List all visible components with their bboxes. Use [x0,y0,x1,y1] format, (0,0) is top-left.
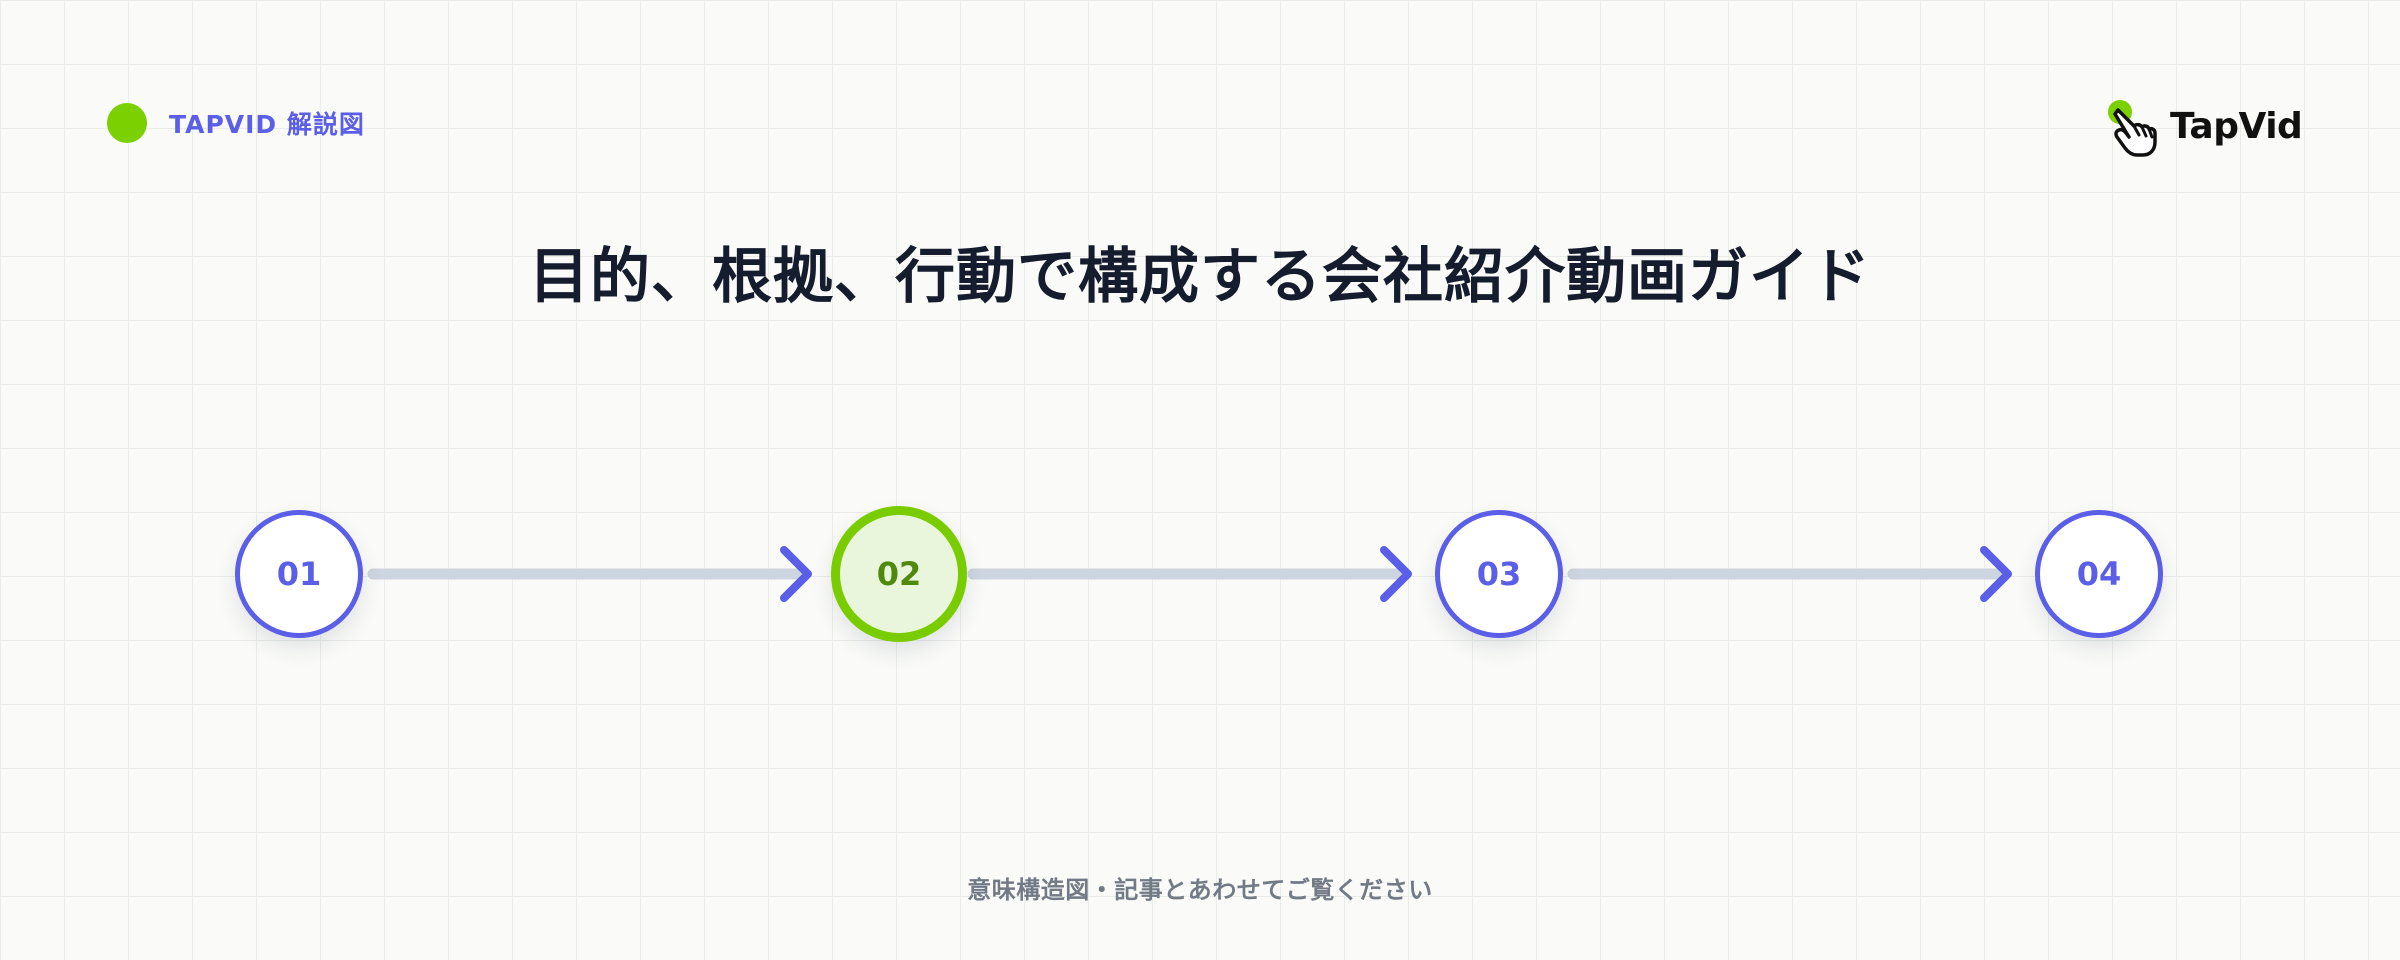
footer-note: 意味構造図・記事とあわせてご覧ください [967,876,1433,904]
arrow-right-icon [780,546,812,602]
step-node-4[interactable]: 04 [2035,510,2163,638]
step-node-1[interactable]: 01 [235,510,363,638]
step-node-3[interactable]: 03 [1435,510,1563,638]
tapvid-logo[interactable]: TapVid [2106,98,2306,160]
hand-pointer-icon [2108,100,2157,157]
page-title: 目的、根拠、行動で構成する会社紹介動画ガイド [529,242,1871,312]
connector-3-4 [1567,546,2012,602]
arrow-right-icon [1380,546,1412,602]
step-label-3: 03 [1476,555,1522,593]
step-node-2-active[interactable]: 02 [831,506,967,642]
brand-label: TAPVID 解説図 [169,110,365,139]
step-label-2: 02 [876,555,922,593]
connector-1-2 [367,546,812,602]
step-label-1: 01 [276,555,322,593]
brand-header: TAPVID 解説図 [107,103,365,143]
step-label-4: 04 [2076,555,2122,593]
logo-text: TapVid [2170,106,2303,147]
connector-2-3 [967,546,1412,602]
arrow-right-icon [1980,546,2012,602]
brand-dot-icon [107,103,147,143]
